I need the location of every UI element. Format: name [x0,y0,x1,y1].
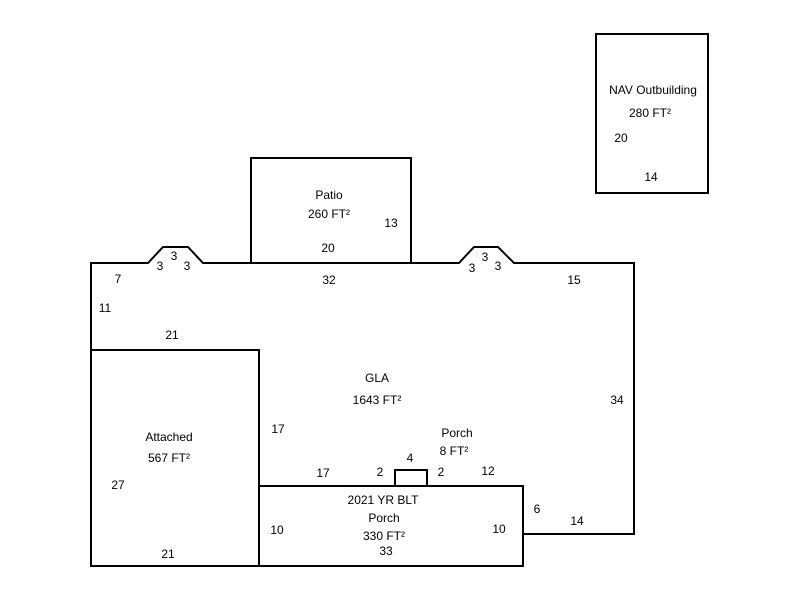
porch-2021-label: Porch [368,511,399,525]
dimension-label: 3 [157,259,164,273]
dimension-label: 14 [644,170,658,184]
attached-outline [90,349,260,567]
dimension-label: 21 [161,547,175,561]
patio-area: 260 FT² [308,207,350,221]
outbuilding-area: 280 FT² [629,106,671,120]
dimension-label: 3 [482,250,489,264]
dimension-label: 17 [271,422,285,436]
porch-2021-outline [258,485,524,567]
dimension-label: 12 [481,464,495,478]
dimension-label: 7 [115,272,122,286]
dimension-label: 14 [570,514,584,528]
porch-small-outline [394,469,428,487]
gla-outline [90,246,635,535]
porch-2021-note: 2021 YR BLT [348,493,420,507]
porch-2021-area: 330 FT² [363,529,405,543]
dimension-label: 2 [438,465,445,479]
gla-label: GLA [365,371,389,385]
patio-label: Patio [315,188,343,202]
dimension-label: 21 [165,328,179,342]
dimension-label: 3 [495,259,502,273]
patio-outline [250,157,412,264]
dimension-label: 3 [469,261,476,275]
dimension-label: 4 [407,451,414,465]
attached-area: 567 FT² [148,451,190,465]
dimension-label: 3 [171,249,178,263]
dimension-label: 3 [184,259,191,273]
dimension-label: 32 [322,273,336,287]
porch-small-area: 8 FT² [440,444,469,458]
dimension-label: 20 [321,241,335,255]
dimension-label: 10 [270,523,284,537]
dimension-label: 17 [316,466,330,480]
dimension-label: 2 [377,465,384,479]
dimension-label: 15 [567,273,581,287]
attached-label: Attached [145,430,192,444]
dimension-label: 34 [610,393,624,407]
dimension-label: 20 [614,131,628,145]
porch-small-label: Porch [441,426,472,440]
dimension-label: 11 [99,301,112,315]
dimension-label: 13 [384,216,398,230]
dimension-label: 6 [534,502,541,516]
dimension-label: 33 [379,544,393,558]
dimension-label: 27 [111,478,125,492]
outbuilding-label: NAV Outbuilding [609,83,697,97]
outbuilding-outline [595,33,709,194]
dimension-label: 10 [492,522,506,536]
gla-area: 1643 FT² [353,393,402,407]
